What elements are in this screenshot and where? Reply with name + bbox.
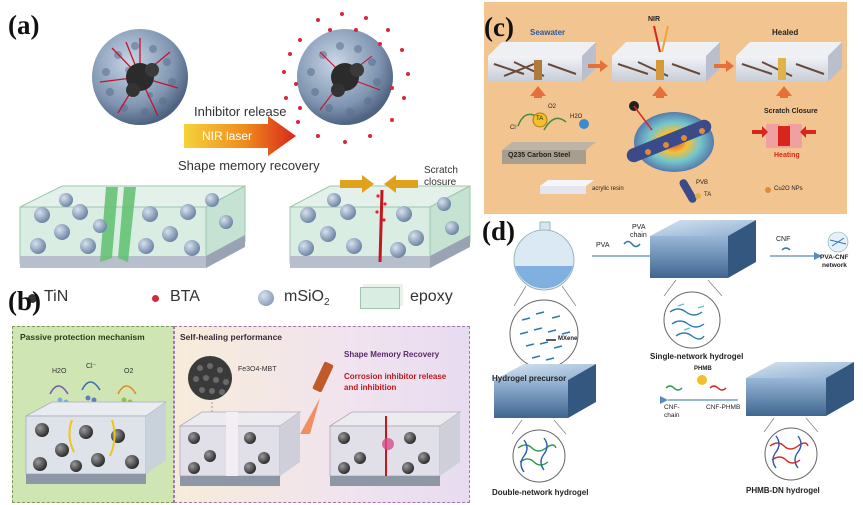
shape-memory-recovery-text: Shape memory recovery bbox=[178, 158, 320, 173]
panel-d-graphics bbox=[494, 220, 854, 483]
cnf-phmb-label: CNF-PHMB bbox=[706, 404, 741, 411]
cnf-label-d: CNF bbox=[776, 236, 791, 243]
epoxy-block-scratched bbox=[19, 185, 246, 268]
coating-block-3 bbox=[736, 42, 842, 82]
panel-a: (a) bbox=[0, 0, 480, 309]
panel-b: (b) Passive protection mechanism Self-he… bbox=[0, 286, 480, 505]
passive-coating-block bbox=[25, 401, 168, 484]
panel-c-label: (c) bbox=[484, 12, 514, 42]
steel-label: Q235 Carbon Steel bbox=[508, 152, 571, 159]
single-network-zoom bbox=[663, 279, 723, 349]
msio2-legend-label: mSiO2 bbox=[284, 288, 330, 308]
cnf-arrow bbox=[770, 231, 849, 260]
pva-chain-label-2: chain bbox=[630, 232, 647, 239]
scratch-closure-text-2: closure bbox=[424, 177, 457, 188]
scratch-closure-label-c: Scratch Closure bbox=[764, 108, 818, 115]
released-bta-dots bbox=[282, 12, 410, 144]
pvb-label: PVB bbox=[696, 180, 709, 186]
carbon-steel-plate bbox=[502, 142, 596, 164]
h2o-label-c: H2O bbox=[570, 114, 583, 120]
shape-memory-recovery-label: Shape Memory Recovery bbox=[344, 350, 440, 359]
cu2o-label: Cu2O NPs bbox=[774, 186, 803, 192]
reaction-flask bbox=[513, 221, 575, 291]
pva-cnf-label-1: PVA-CNF bbox=[820, 254, 849, 261]
double-network-label: Double-network hydrogel bbox=[492, 488, 589, 497]
corrosion-reactions bbox=[517, 112, 589, 131]
scratch-closure-arrows bbox=[340, 175, 418, 193]
nir-label-c: NIR bbox=[648, 16, 661, 23]
corrosion-inhibitor-label-1: Corrosion inhibitor release bbox=[344, 372, 447, 381]
seawater-label: Seawater bbox=[530, 28, 566, 37]
self-healing-title: Self-healing performance bbox=[180, 332, 283, 342]
msio2-legend-icon bbox=[258, 290, 274, 306]
panel-c: (c) bbox=[484, 2, 847, 214]
pva-cnf-label-2: network bbox=[822, 262, 847, 269]
bta-legend-icon bbox=[152, 295, 159, 302]
single-network-label: Single-network hydrogel bbox=[650, 352, 744, 361]
cnf-chain-label-2: chain bbox=[664, 412, 680, 419]
bta-legend-label: BTA bbox=[170, 288, 200, 305]
panel-d: (d) bbox=[482, 214, 863, 505]
passive-protection-title: Passive protection mechanism bbox=[20, 332, 145, 342]
nir-laser-text: NIR laser bbox=[202, 129, 253, 143]
process-arrows bbox=[530, 60, 792, 98]
cnf-phmb-arrow bbox=[660, 375, 738, 404]
pva-label: PVA bbox=[596, 242, 610, 249]
epoxy-block-healed bbox=[289, 185, 471, 268]
ta-legend-label: TA bbox=[704, 192, 712, 198]
o2-label-b: O2 bbox=[124, 368, 134, 375]
coating-block-2 bbox=[612, 42, 720, 82]
self-healing-block-healed bbox=[328, 411, 462, 486]
pvb-fiber-heating bbox=[626, 101, 714, 172]
nanocontainer-after bbox=[297, 29, 393, 125]
o2-label-c: O2 bbox=[548, 104, 557, 110]
coating-block-1 bbox=[488, 42, 596, 82]
phmb-label: PHMB bbox=[694, 366, 712, 372]
ta-label-c: TA bbox=[536, 116, 544, 122]
scratch-closure-diagram bbox=[752, 124, 816, 148]
nir-laser-arrow bbox=[184, 116, 296, 156]
inhibitor-release-text: Inhibitor release bbox=[194, 104, 287, 119]
corrosion-inhibitor-label-2: and inhibition bbox=[344, 383, 397, 392]
double-network-zoom bbox=[511, 419, 567, 483]
panel-a-legend: TiN BTA mSiO2 epoxy bbox=[0, 284, 480, 312]
cl-label-b: Cl⁻ bbox=[86, 363, 97, 370]
epoxy-legend-label: epoxy bbox=[410, 288, 453, 305]
phmb-dn-zoom bbox=[763, 417, 819, 481]
h2o-label-b: H2O bbox=[52, 368, 67, 375]
cl-label-c: Cl⁻ bbox=[510, 125, 519, 131]
panel-b-label: (b) bbox=[8, 286, 41, 316]
healed-label: Healed bbox=[772, 28, 799, 37]
panel-c-graphics bbox=[488, 25, 842, 203]
msio2-text: mSiO bbox=[284, 288, 324, 305]
mxene-label: MXene bbox=[558, 336, 578, 342]
cnf-chain-label-1: CNF- bbox=[664, 404, 680, 411]
nir-beam bbox=[653, 25, 669, 53]
panel-c-legend bbox=[540, 179, 771, 203]
hydrogel-precursor-label: Hydrogel precursor bbox=[492, 374, 567, 383]
phmb-dn-block bbox=[746, 362, 854, 416]
pva-chain-label-1: PVA bbox=[632, 224, 646, 231]
passive-species bbox=[49, 381, 137, 405]
precursor-zoom bbox=[509, 285, 579, 369]
tin-legend-label: TiN bbox=[44, 288, 69, 305]
tin-legend-icon bbox=[28, 294, 37, 303]
scratch-closure-text-1: Scratch bbox=[424, 165, 458, 176]
heating-label: Heating bbox=[774, 152, 800, 159]
panel-a-label: (a) bbox=[8, 10, 40, 40]
double-network-block bbox=[494, 364, 596, 418]
panel-b-graphics bbox=[25, 356, 462, 486]
fe3o4-mbt-particle bbox=[188, 356, 232, 426]
panel-d-label: (d) bbox=[482, 216, 515, 246]
phmb-dn-label: PHMB-DN hydrogel bbox=[746, 486, 820, 495]
self-healing-block-scratched bbox=[178, 411, 302, 486]
msio2-subscript: 2 bbox=[324, 297, 330, 309]
epoxy-legend-icon bbox=[360, 287, 400, 309]
single-network-block bbox=[650, 220, 756, 278]
acrylic-resin-label: acrylic resin bbox=[592, 186, 624, 192]
panel-a-graphics bbox=[19, 12, 471, 268]
nanocontainer-before bbox=[92, 29, 188, 125]
fe3o4-mbt-label: Fe3O4-MBT bbox=[238, 366, 277, 373]
nir-laser-pointer bbox=[300, 361, 334, 434]
